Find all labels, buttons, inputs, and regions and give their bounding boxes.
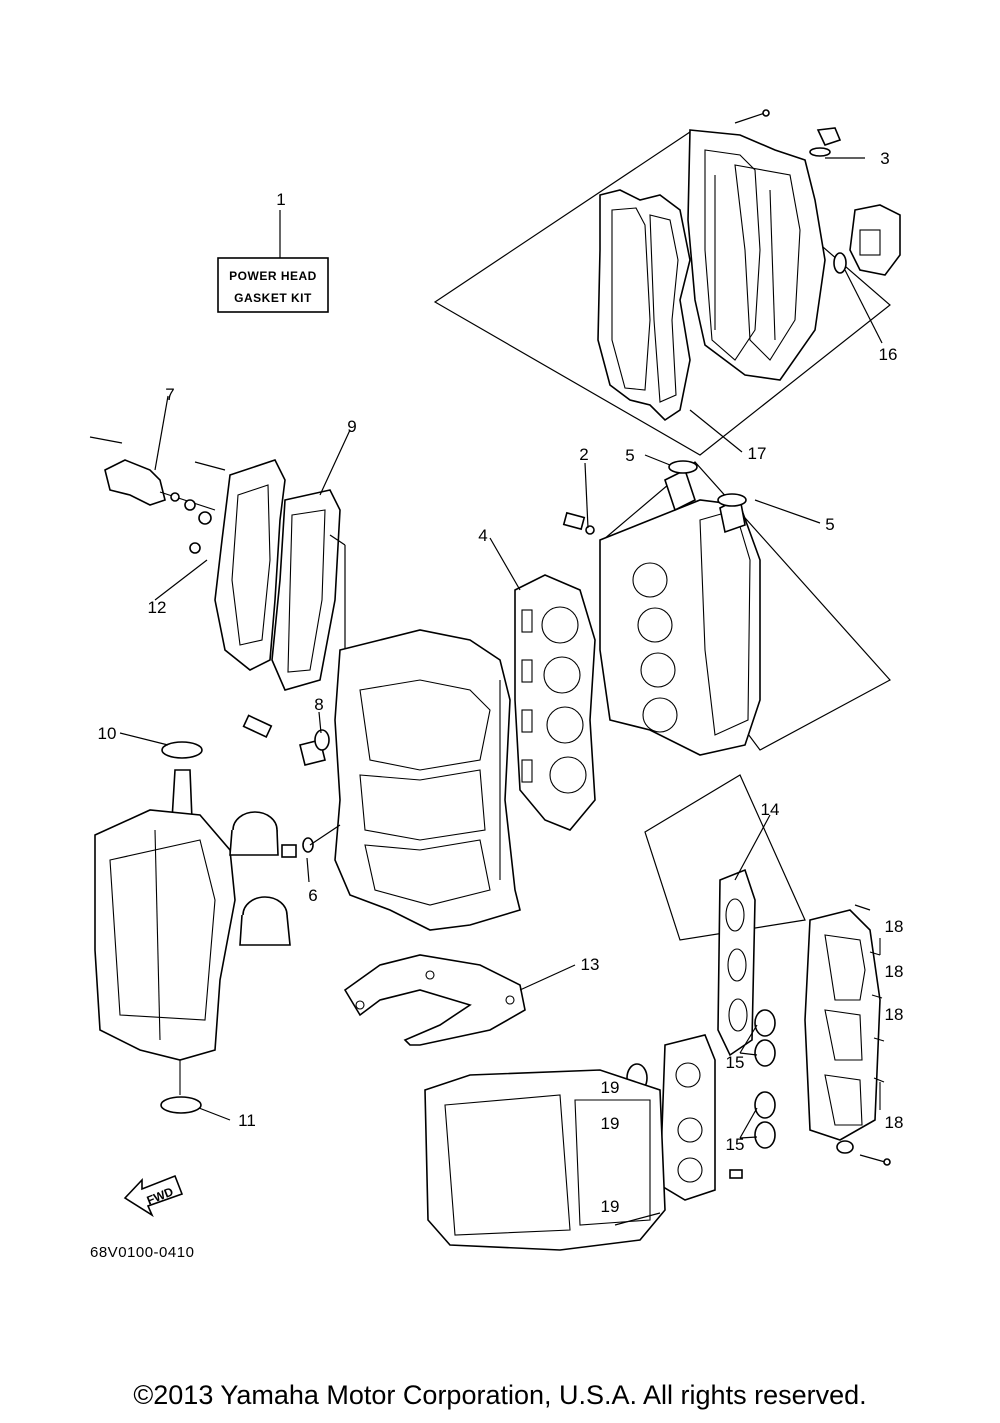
callout-numbers: 1 3 16 17 2 5 5 4 7 9 12 8 10 6 11 13 14… [98, 149, 904, 1216]
callout-3: 3 [880, 149, 889, 168]
forward-arrow-icon: FWD [123, 1174, 184, 1218]
gasket-kit-label: POWER HEAD GASKET KIT [217, 210, 329, 313]
cylinder-head-cover [433, 109, 901, 456]
callout-13: 13 [581, 955, 600, 974]
callout-2: 2 [579, 445, 588, 464]
thermostat-cover-assembly [89, 436, 341, 691]
callout-18-d: 18 [885, 1113, 904, 1132]
cylinder-head [562, 460, 891, 756]
crankcase-assembly [94, 741, 291, 1114]
callout-1: 1 [276, 190, 285, 209]
copyright-notice: ©2013 Yamaha Motor Corporation, U.S.A. A… [133, 1380, 867, 1410]
callout-18-b: 18 [885, 962, 904, 981]
callout-5-upper: 5 [625, 446, 634, 465]
callout-9: 9 [347, 417, 356, 436]
callout-12: 12 [148, 598, 167, 617]
cylinder-block [242, 534, 521, 931]
kit-label-line1: POWER HEAD [229, 269, 317, 283]
callout-14: 14 [761, 800, 780, 819]
cylinder-head-gasket [514, 574, 596, 831]
callout-18-a: 18 [885, 917, 904, 936]
callout-7: 7 [165, 385, 174, 404]
callout-17: 17 [748, 444, 767, 463]
exhaust-guide-gasket [343, 954, 526, 1046]
callout-10: 10 [98, 724, 117, 743]
callout-19-a: 19 [601, 1078, 620, 1097]
intake-manifold-assembly [424, 774, 891, 1251]
callout-5-lower: 5 [825, 515, 834, 534]
callout-4: 4 [478, 526, 487, 545]
callout-15-upper: 15 [726, 1053, 745, 1072]
callout-19-b: 19 [601, 1114, 620, 1133]
callout-16: 16 [879, 345, 898, 364]
callout-18-c: 18 [885, 1005, 904, 1024]
callout-6: 6 [308, 886, 317, 905]
callout-8: 8 [314, 695, 323, 714]
leader-lines [119, 157, 883, 1139]
diagram-code: 68V0100-0410 [90, 1244, 194, 1261]
kit-label-line2: GASKET KIT [234, 291, 312, 305]
callout-11: 11 [238, 1111, 256, 1130]
callout-15-lower: 15 [726, 1135, 745, 1154]
callout-19-c: 19 [601, 1197, 620, 1216]
